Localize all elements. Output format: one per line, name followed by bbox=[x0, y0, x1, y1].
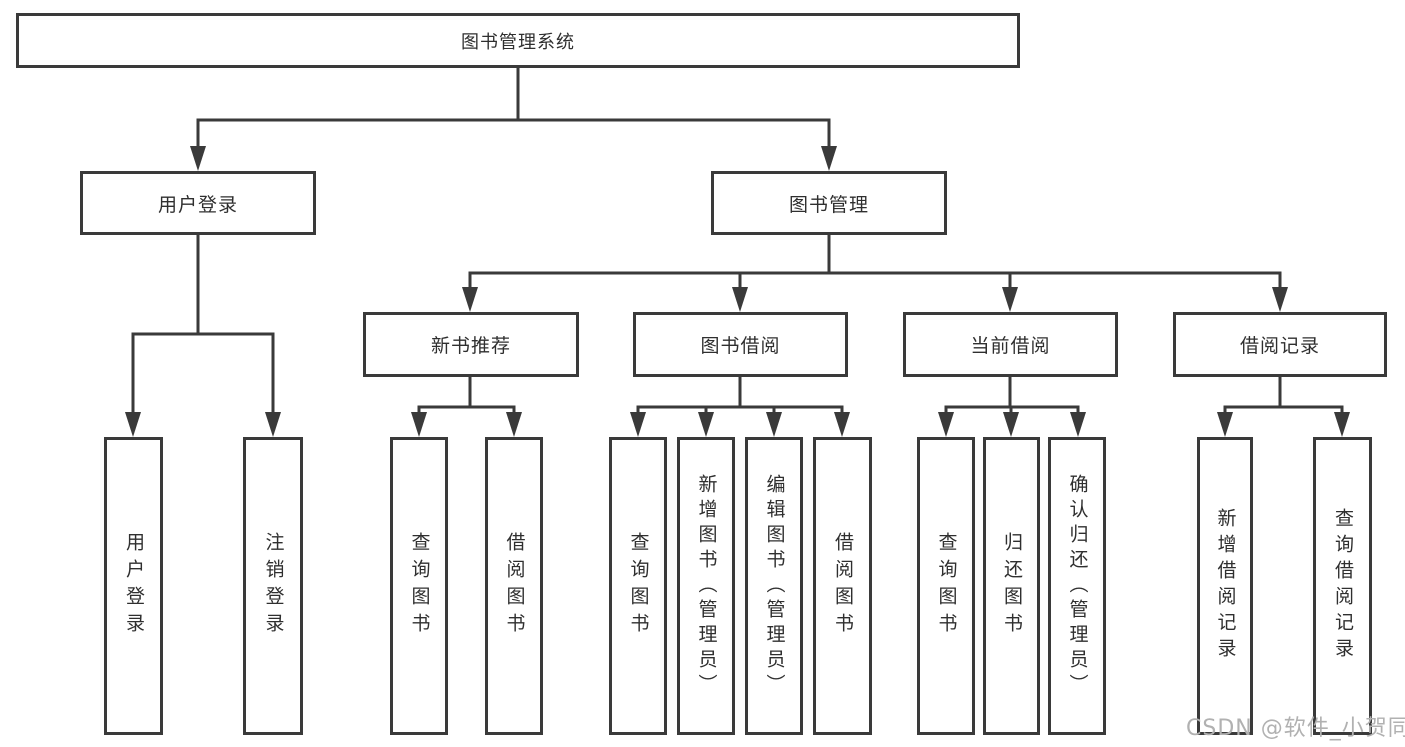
node-borrow-records: 借阅记录 bbox=[1173, 312, 1387, 377]
leaf-borrow-book-recommend: 借阅图书 bbox=[485, 437, 543, 735]
node-new-book-recommend: 新书推荐 bbox=[363, 312, 579, 377]
node-current-borrow: 当前借阅 bbox=[903, 312, 1118, 377]
node-book-borrow: 图书借阅 bbox=[633, 312, 848, 377]
leaf-logout: 注销登录 bbox=[243, 437, 303, 735]
leaf-return-book: 归还图书 bbox=[983, 437, 1040, 735]
leaf-add-borrow-record: 新增借阅记录 bbox=[1197, 437, 1253, 735]
leaf-query-borrow-record: 查询借阅记录 bbox=[1313, 437, 1372, 735]
leaf-borrow-book: 借阅图书 bbox=[813, 437, 872, 735]
leaf-query-book-current: 查询图书 bbox=[917, 437, 975, 735]
leaf-add-book-admin: 新增图书（管理员） bbox=[677, 437, 735, 735]
node-user-login: 用户登录 bbox=[80, 171, 316, 235]
leaf-edit-book-admin: 编辑图书（管理员） bbox=[745, 437, 803, 735]
arrowheads bbox=[125, 146, 1350, 437]
leaf-query-book-borrow: 查询图书 bbox=[609, 437, 667, 735]
node-book-management: 图书管理 bbox=[711, 171, 947, 235]
leaf-query-book-recommend: 查询图书 bbox=[390, 437, 448, 735]
leaf-confirm-return-admin: 确认归还（管理员） bbox=[1048, 437, 1106, 735]
node-root: 图书管理系统 bbox=[16, 13, 1020, 68]
watermark-text: CSDN @软件_小贺同学 bbox=[1186, 716, 1405, 741]
leaf-user-login: 用户登录 bbox=[104, 437, 163, 735]
